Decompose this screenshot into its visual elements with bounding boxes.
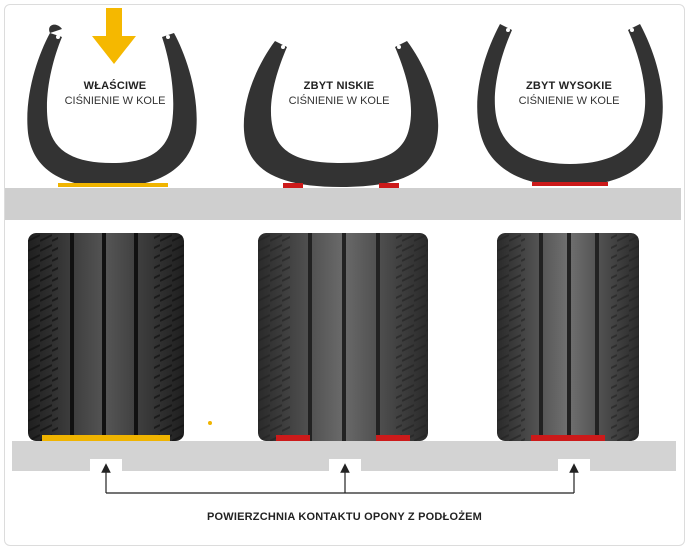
caption: POWIERZCHNIA KONTAKTU OPONY Z PODŁOŻEM	[0, 511, 689, 523]
